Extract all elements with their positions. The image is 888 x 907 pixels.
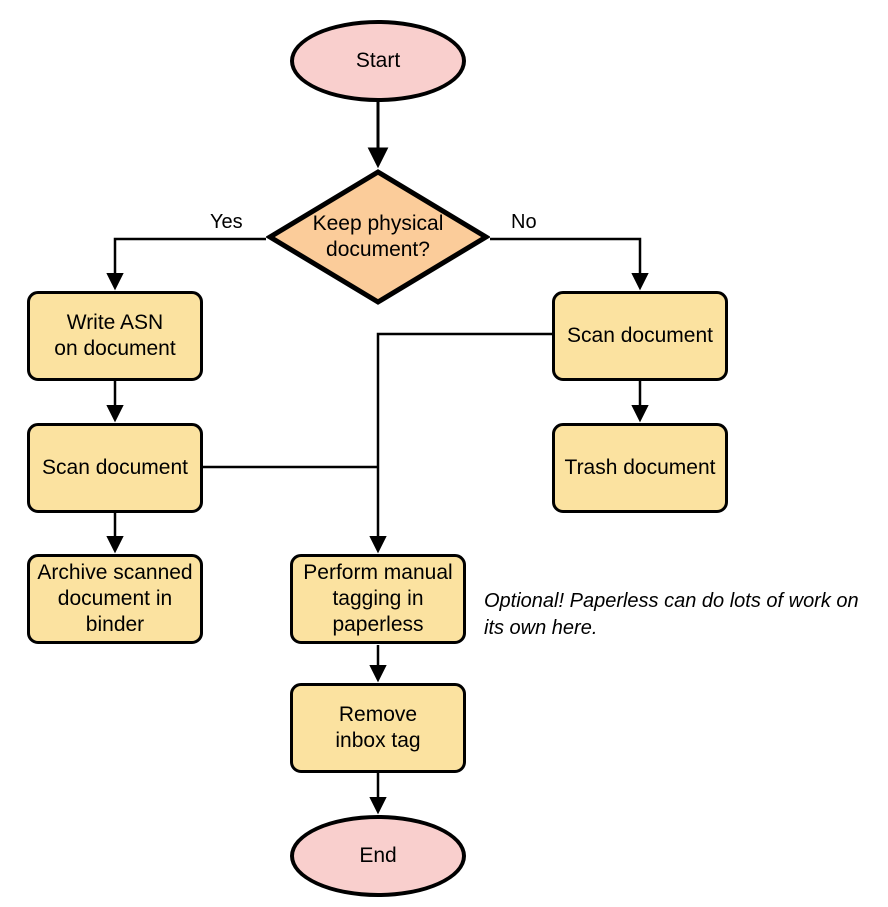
edge-decision-yes [106,237,266,291]
edge-scanright-to-tagging [369,332,552,554]
node-archive-binder[interactable]: Archive scanned document in binder [27,554,203,644]
edge-label-no: No [509,211,539,233]
node-scan-document-right-label: Scan document [567,324,713,347]
node-end[interactable]: End [290,815,466,897]
edge-decision-no [490,237,649,291]
node-write-asn-label: Write ASN on document [54,311,176,360]
annotation-optional-note: Optional! Paperless can do lots of work … [484,590,859,639]
node-scan-document-right[interactable]: Scan document [552,291,728,381]
node-end-label: End [359,844,397,867]
node-remove-inbox-tag[interactable]: Remove inbox tag [290,683,466,773]
node-archive-binder-label: Archive scanned document in binder [37,561,193,636]
node-manual-tagging[interactable]: Perform manual tagging in paperless [290,554,466,644]
node-trash-document[interactable]: Trash document [552,423,728,513]
node-write-asn[interactable]: Write ASN on document [27,291,203,381]
node-decision[interactable]: Keep physical document? [265,168,491,306]
decision-diamond-shape [265,169,491,305]
node-decision-label: Keep physical document? [312,212,444,261]
node-manual-tagging-label: Perform manual tagging in paperless [303,561,453,636]
node-scan-document-left-label: Scan document [42,456,188,479]
node-remove-inbox-tag-label: Remove inbox tag [335,703,421,752]
edge-label-yes: Yes [208,211,245,233]
node-start[interactable]: Start [290,20,466,102]
node-scan-document-left[interactable]: Scan document [27,423,203,513]
node-trash-document-label: Trash document [564,456,716,479]
node-start-label: Start [355,49,401,72]
